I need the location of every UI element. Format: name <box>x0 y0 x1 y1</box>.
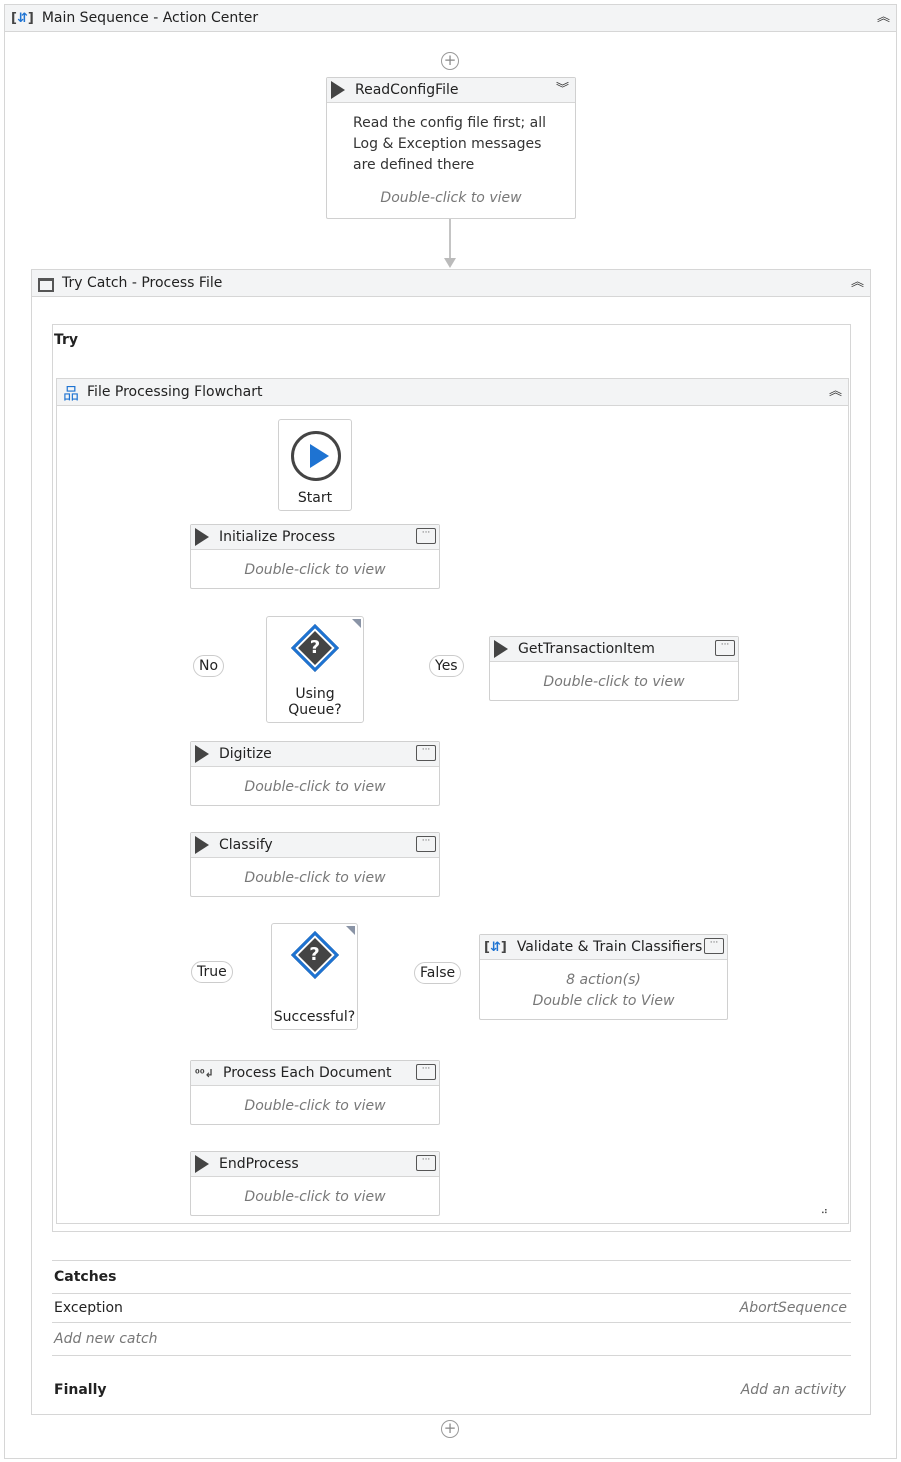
try-section <box>52 324 851 1232</box>
annotation-icon[interactable]: ··· <box>416 1155 436 1171</box>
invoke-play-icon <box>331 81 345 99</box>
corner-marker-icon <box>346 926 355 935</box>
activity-hint: Double-click to view <box>244 1189 386 1205</box>
activity-title: ReadConfigFile <box>355 82 459 98</box>
add-activity-plus-icon[interactable]: + <box>441 1420 459 1438</box>
question-icon: ? <box>309 944 320 965</box>
branch-label-no[interactable]: No <box>193 655 225 677</box>
activity-read-config-file[interactable]: ReadConfigFile ︾ Read the config file fi… <box>326 77 576 219</box>
activity-process-each-document[interactable]: ⁰⁰↲ Process Each Document ··· Double-click… <box>190 1060 440 1125</box>
activity-get-transaction-item[interactable]: GetTransactionItem ··· Double-click to vi… <box>489 636 739 701</box>
activity-annotation: Read the config file first; all Log & Ex… <box>327 103 575 176</box>
activity-header: ReadConfigFile ︾ <box>327 78 575 103</box>
branch-label-true[interactable]: True <box>191 961 233 983</box>
corner-marker-icon <box>352 619 361 628</box>
activity-header: Initialize Process ··· <box>191 525 439 550</box>
decision-label: Successful? <box>273 1009 356 1025</box>
branch-label-yes[interactable]: Yes <box>429 655 464 677</box>
try-catch: Try Catch - Process File ︽ <box>31 269 871 1415</box>
sequence-icon: [⇵] <box>484 939 507 955</box>
activity-hint: Double-click to view <box>244 870 386 886</box>
decision-successful[interactable]: ? Successful? <box>271 923 358 1030</box>
try-label: Try <box>54 332 79 348</box>
start-label: Start <box>297 490 333 506</box>
invoke-play-icon <box>195 836 209 854</box>
activity-title: Validate & Train Classifiers <box>516 939 703 955</box>
activity-header: Digitize ··· <box>191 742 439 767</box>
annotation-line: Log & Exception messages <box>353 136 542 152</box>
activity-title: Process Each Document <box>223 1065 392 1081</box>
decision-using-queue[interactable]: ? Using Queue? <box>266 616 364 723</box>
activity-hint: Double-click to view <box>380 190 522 206</box>
arrow <box>444 258 456 268</box>
invoke-play-icon <box>494 640 508 658</box>
resize-grip-icon[interactable]: ⠴ <box>820 1206 828 1217</box>
collapse-icon[interactable]: ︽ <box>876 10 890 25</box>
sequence-icon: [⇵] <box>11 10 34 26</box>
activity-title: Digitize <box>219 746 272 762</box>
activity-hint: Double-click to view <box>244 562 386 578</box>
flowchart-start[interactable]: Start <box>278 419 352 511</box>
flowchart-header[interactable]: 品 File Processing Flowchart ︽ <box>57 379 848 406</box>
invoke-play-icon <box>195 745 209 763</box>
invoke-play-icon <box>195 528 209 546</box>
catch-handler: AbortSequence <box>739 1300 847 1316</box>
flowchart-title: File Processing Flowchart <box>87 384 263 400</box>
annotation-icon[interactable]: ··· <box>704 938 724 954</box>
try-catch-icon <box>38 277 54 292</box>
activity-header: ⁰⁰↲ Process Each Document ··· <box>191 1061 439 1086</box>
activity-count: 8 action(s) <box>566 972 641 988</box>
invoke-play-icon <box>195 1155 209 1173</box>
activity-classify[interactable]: Classify ··· Double-click to view <box>190 832 440 897</box>
decision-label: Using Queue? <box>288 686 342 718</box>
annotation-icon[interactable]: ··· <box>416 1064 436 1080</box>
activity-title: Classify <box>219 837 273 853</box>
annotation-icon[interactable]: ··· <box>416 745 436 761</box>
catches-label: Catches <box>54 1269 117 1285</box>
add-new-catch-link[interactable]: Add new catch <box>54 1331 158 1347</box>
annotation-line: are defined there <box>353 157 475 173</box>
activity-header: GetTransactionItem ··· <box>490 637 738 662</box>
for-each-icon: ⁰⁰↲ <box>195 1066 214 1080</box>
activity-title: GetTransactionItem <box>518 641 655 657</box>
question-icon: ? <box>309 637 321 658</box>
activity-hint: Double click to View <box>532 993 675 1009</box>
divider <box>52 1322 851 1323</box>
try-catch-title: Try Catch - Process File <box>62 275 223 291</box>
flowchart: 品 File Processing Flowchart ︽ ⠴ <box>56 378 849 1224</box>
add-activity-plus-icon[interactable]: + <box>441 52 459 70</box>
collapse-icon[interactable]: ︽ <box>850 275 864 290</box>
main-sequence-header[interactable]: [⇵] Main Sequence - Action Center ︽ <box>5 5 896 32</box>
activity-title: EndProcess <box>219 1156 299 1172</box>
activity-hint: Double-click to view <box>543 674 685 690</box>
add-activity-drop-zone[interactable]: Add an activity <box>740 1382 846 1398</box>
start-play-icon <box>291 431 341 481</box>
activity-initialize-process[interactable]: Initialize Process ··· Double-click to vi… <box>190 524 440 589</box>
activity-validate-train-classifiers[interactable]: [⇵] Validate & Train Classifiers··· 8 act… <box>479 934 728 1020</box>
activity-header: Classify ··· <box>191 833 439 858</box>
collapse-icon[interactable]: ︽ <box>828 384 842 399</box>
activity-title: Initialize Process <box>219 529 336 545</box>
finally-label: Finally <box>54 1382 107 1398</box>
annotation-icon[interactable]: ··· <box>416 836 436 852</box>
expand-icon[interactable]: ︾ <box>555 82 569 97</box>
annotation-icon[interactable]: ··· <box>416 528 436 544</box>
annotation-icon[interactable]: ··· <box>715 640 735 656</box>
activity-digitize[interactable]: Digitize ··· Double-click to view <box>190 741 440 806</box>
annotation-line: Read the config file first; all <box>353 115 546 131</box>
catch-exception-type: Exception <box>54 1300 123 1316</box>
activity-hint: Double-click to view <box>244 1098 386 1114</box>
branch-label-false[interactable]: False <box>414 962 462 984</box>
try-catch-header[interactable]: Try Catch - Process File ︽ <box>32 270 870 297</box>
catch-exception-row[interactable]: Exception AbortSequence <box>52 1294 851 1322</box>
activity-header: [⇵] Validate & Train Classifiers··· <box>480 935 727 960</box>
flowchart-icon: 品 <box>63 384 80 403</box>
divider <box>52 1260 851 1261</box>
divider <box>52 1355 851 1356</box>
main-sequence-title: Main Sequence - Action Center <box>41 10 259 26</box>
activity-hint: Double-click to view <box>244 779 386 795</box>
activity-header: EndProcess ··· <box>191 1152 439 1177</box>
activity-end-process[interactable]: EndProcess ··· Double-click to view <box>190 1151 440 1216</box>
divider <box>52 1293 851 1294</box>
